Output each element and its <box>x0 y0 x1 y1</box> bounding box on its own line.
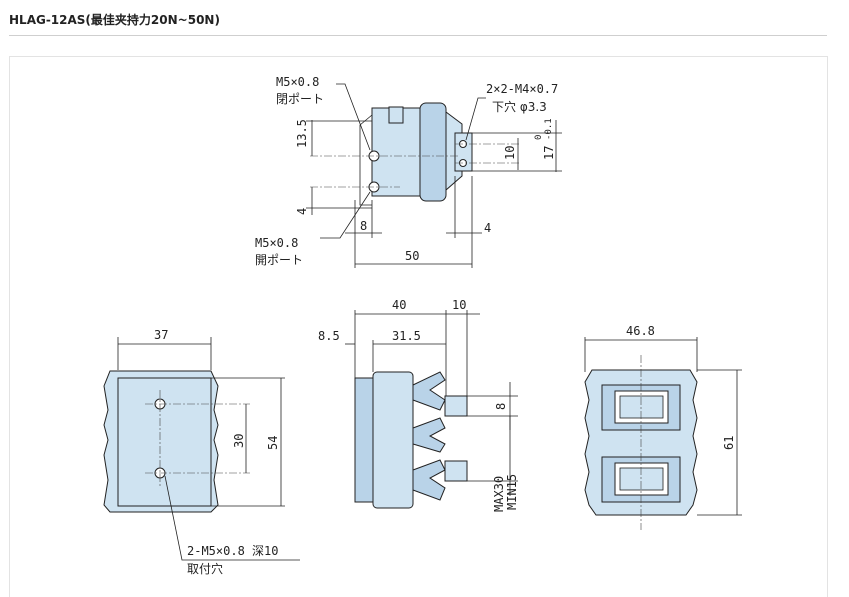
side-view-jaw-lower <box>444 460 468 482</box>
dim-min: MIN15 <box>505 474 519 510</box>
dim-17-tol-upper: 0 <box>534 135 544 140</box>
dim-46-8: 46.8 <box>626 324 655 338</box>
front-view: 37 30 54 2-M5×0.8 深10 取付穴 <box>103 328 300 576</box>
side-view-finger-1 <box>412 371 446 411</box>
top-view-jaw-block <box>454 132 473 172</box>
dim-13-5: 13.5 <box>295 119 309 148</box>
callout-open-port-thread: M5×0.8 <box>255 236 298 250</box>
top-view-cylinder <box>419 102 447 202</box>
side-view-flange <box>354 377 374 503</box>
callout-open-port-label: 開ポート <box>255 253 303 267</box>
dim-54: 54 <box>266 436 280 450</box>
dim-37: 37 <box>154 328 168 342</box>
callout-front-label: 取付穴 <box>187 561 223 576</box>
dim-4-left: 4 <box>295 208 309 215</box>
side-view-finger-2 <box>412 417 446 453</box>
dim-31-5: 31.5 <box>392 329 421 343</box>
dim-4-right: 4 <box>484 221 491 235</box>
callout-mount-thread: 2×2-M4×0.7 <box>486 82 558 96</box>
side-view-body <box>372 371 414 509</box>
dim-30: 30 <box>232 434 246 448</box>
top-view-notch <box>388 106 404 124</box>
side-view-finger-3 <box>412 459 446 501</box>
title-divider <box>9 35 827 36</box>
callout-close-port-thread: M5×0.8 <box>276 75 319 89</box>
page-title: HLAG-12AS(最佳夹持力20N~50N) <box>9 13 220 27</box>
side-view: 40 10 8.5 31.5 8 MAX30 MIN15 <box>318 298 519 512</box>
callout-close-port-label: 閉ポート <box>276 92 324 106</box>
dim-side-8: 8 <box>494 403 508 410</box>
dim-50: 50 <box>405 249 419 263</box>
dim-10: 10 <box>503 146 517 160</box>
side-view-jaw-upper <box>444 395 468 417</box>
dim-61: 61 <box>722 436 736 450</box>
dim-8: 8 <box>360 219 367 233</box>
dim-40: 40 <box>392 298 406 312</box>
front-view-body <box>103 370 219 513</box>
dim-17-tol-lower: -0.1 <box>544 118 554 140</box>
callout-mount-hole: 下穴 φ3.3 <box>492 99 547 114</box>
dim-17: 17 <box>542 146 556 160</box>
dim-side-10: 10 <box>452 298 466 312</box>
end-view: 46.8 61 <box>584 324 742 530</box>
callout-front-thread: 2-M5×0.8 深10 <box>187 544 278 558</box>
dim-max: MAX30 <box>492 476 506 512</box>
dim-8-5: 8.5 <box>318 329 340 343</box>
top-view: 13.5 4 8 4 50 10 17 0 -0.1 M5×0.8 閉ポート 2… <box>255 75 562 268</box>
